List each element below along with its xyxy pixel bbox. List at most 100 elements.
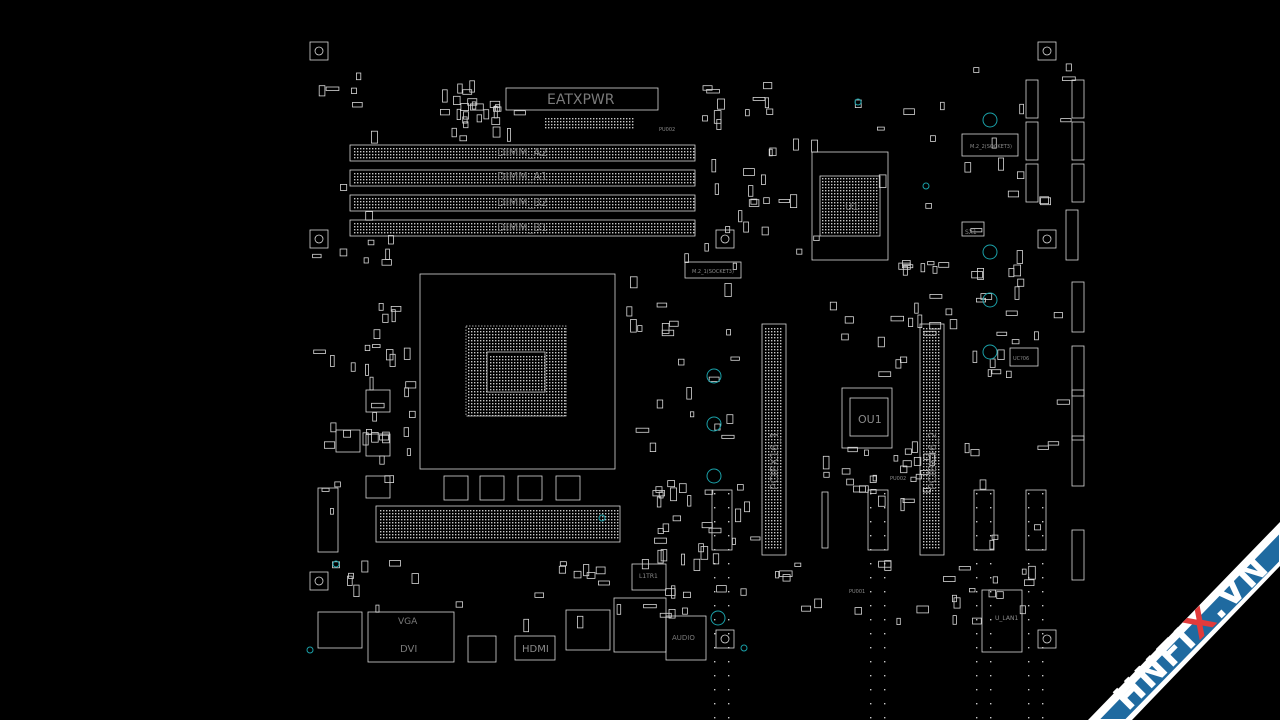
smd-part-223	[702, 85, 713, 91]
smd-part-89	[877, 126, 885, 131]
smd-part-112	[949, 319, 958, 330]
dip-chip-pins-2	[870, 493, 886, 719]
vrm-choke-left-1	[365, 389, 391, 413]
mounting-hole-pad-2	[1037, 41, 1057, 61]
left-header-bottom	[317, 487, 339, 553]
smd-part-57	[686, 387, 692, 400]
smd-part-230	[738, 210, 743, 223]
label-eatxpwr: EATXPWR	[547, 92, 615, 108]
mounting-hole-1	[314, 46, 324, 56]
smd-part-120	[898, 262, 911, 270]
smd-part-61	[726, 329, 731, 336]
label-ucc: UC?06	[1013, 356, 1029, 362]
smd-part-51	[371, 402, 385, 409]
smd-part-191	[1019, 605, 1026, 615]
ps2-port	[317, 611, 363, 649]
smd-part-261	[657, 549, 664, 564]
smd-part-153	[1017, 171, 1025, 180]
smd-part-185	[1028, 565, 1036, 580]
smd-part-249	[469, 103, 484, 111]
right-header-5	[1071, 121, 1085, 161]
right-header-6	[1071, 163, 1085, 203]
smd-part-68	[724, 283, 732, 297]
smd-part-180	[353, 584, 360, 597]
smd-part-253	[442, 89, 448, 103]
smd-part-234	[711, 158, 717, 173]
smd-part-35	[403, 347, 411, 360]
dimm-slot-4	[349, 219, 696, 237]
mounting-hole-7	[720, 634, 730, 644]
smd-part-130	[1008, 267, 1015, 278]
smd-part-20	[390, 305, 402, 312]
test-point-3	[982, 292, 998, 308]
smd-part-239	[463, 121, 469, 129]
usb-lan-stack	[613, 597, 667, 653]
vrm-choke-2	[479, 475, 505, 501]
label-pu002: PU002	[890, 476, 906, 482]
smd-part-3	[334, 481, 341, 488]
dimm-slot-2	[349, 169, 696, 187]
smd-part-260	[463, 111, 469, 120]
smd-part-43	[371, 431, 379, 443]
mounting-hole-pad-1	[309, 41, 329, 61]
chipset-die	[819, 175, 881, 237]
label-dvi: DVI	[400, 644, 417, 655]
smd-part-178	[616, 604, 622, 615]
smd-part-291	[900, 497, 905, 512]
smd-part-156	[976, 297, 986, 303]
smd-part-103	[964, 162, 972, 173]
smd-part-208	[972, 617, 982, 625]
smd-part-11	[372, 412, 378, 422]
label-u1: U1	[845, 202, 859, 213]
edge-header-3	[1071, 345, 1085, 397]
mounting-hole-pad-4	[715, 229, 735, 249]
smd-part-90	[1014, 286, 1020, 300]
smd-part-250	[462, 89, 473, 95]
smd-part-99	[923, 330, 937, 336]
smd-part-34	[384, 475, 394, 484]
audio-jack	[665, 615, 707, 661]
smd-part-69	[721, 434, 735, 439]
test-point-10	[332, 560, 340, 568]
smd-part-12	[318, 85, 326, 97]
smd-part-182	[558, 565, 566, 574]
smd-part-179	[534, 592, 545, 598]
smd-part-157	[577, 615, 584, 629]
right-header-2	[1025, 121, 1039, 161]
smd-part-193	[884, 560, 892, 571]
dip-chip-1	[711, 489, 733, 551]
smd-part-194	[952, 594, 957, 603]
smd-part-106	[989, 358, 996, 368]
smd-part-281	[687, 495, 692, 507]
smd-part-216	[743, 168, 755, 176]
pcie-slot-1-pins	[765, 328, 782, 549]
smd-part-166	[523, 618, 529, 633]
smd-part-95	[930, 135, 936, 142]
smd-part-100	[829, 301, 837, 311]
cpu-center-pins	[490, 356, 546, 391]
smd-part-264	[662, 523, 670, 533]
smd-part-170	[455, 601, 464, 608]
smd-part-102	[790, 194, 798, 208]
smd-part-259	[483, 109, 490, 120]
smd-part-63	[684, 253, 689, 263]
smd-part-62	[661, 329, 675, 337]
smd-part-142	[1062, 76, 1076, 82]
smd-part-197	[775, 571, 780, 579]
test-point-2	[982, 244, 998, 260]
smd-part-10	[382, 313, 389, 323]
smd-part-256	[476, 114, 483, 123]
vrm-mosfet-pins	[380, 510, 619, 539]
smd-part-205	[779, 570, 793, 578]
dip-chip-3	[973, 489, 995, 551]
smd-part-302	[822, 455, 830, 470]
smd-part-9	[339, 248, 348, 257]
smd-part-165	[659, 612, 672, 618]
smd-part-149	[989, 539, 995, 550]
smd-part-174	[332, 561, 340, 569]
smd-part-247	[439, 109, 450, 116]
label-dimm-b1: DIMM_B1	[497, 221, 548, 234]
smd-part-307	[922, 488, 931, 493]
smd-part-137	[1053, 312, 1063, 319]
lan-port	[565, 609, 611, 651]
